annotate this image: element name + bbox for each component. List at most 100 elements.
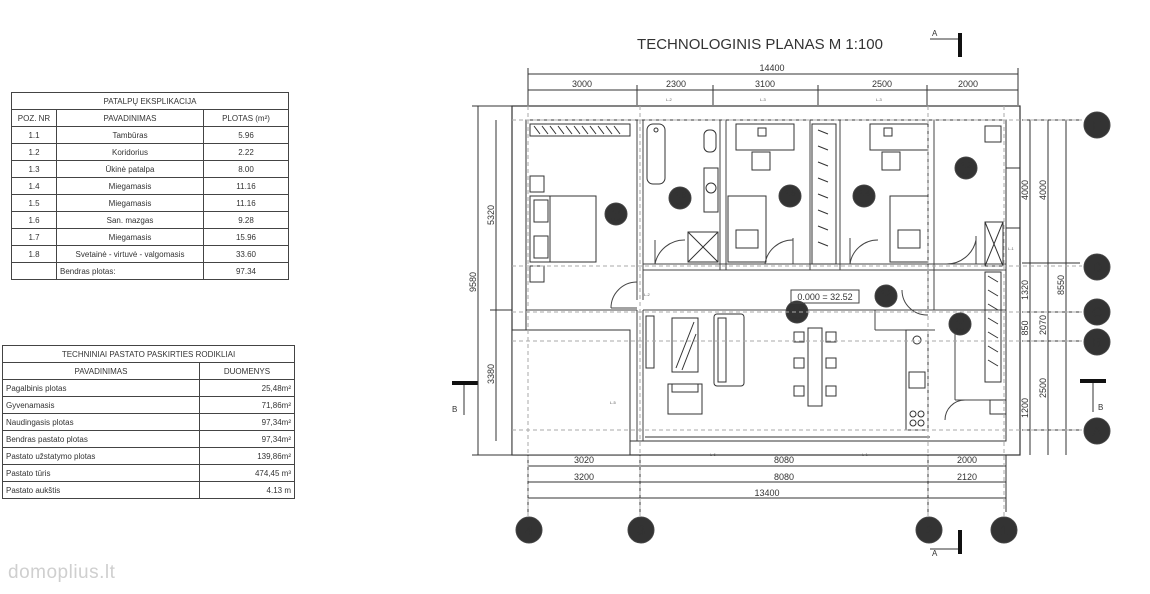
dim-label: 2500 — [872, 79, 892, 89]
kitchen-counter — [905, 329, 929, 431]
svg-text:A: A — [932, 549, 938, 558]
dim-label: 2300 — [666, 79, 686, 89]
room-area: 11.16 — [859, 199, 869, 204]
svg-text:B: B — [1098, 403, 1103, 412]
svg-text:L-2: L-2 — [644, 292, 651, 297]
dim-label: 2000 — [957, 455, 977, 465]
axis-label: 3 — [637, 522, 645, 538]
dim-label: 5320 — [486, 205, 496, 225]
total-label: Bendras plotas: — [56, 262, 204, 280]
dim-label: 850 — [1020, 320, 1030, 335]
svg-text:A: A — [932, 29, 938, 38]
dim-label: 2500 — [1038, 378, 1048, 398]
dim-label: 8080 — [774, 455, 794, 465]
dim-label: 1320 — [1020, 280, 1030, 300]
bedroom-1-5-furniture — [727, 123, 837, 265]
dim-label: 1200 — [1020, 398, 1030, 418]
utility-room-fixtures — [984, 125, 1021, 267]
left-dimensions: 5320 9580 3380 — [468, 105, 512, 456]
bathroom-fixtures — [646, 123, 719, 263]
room-area: 2.22 — [882, 299, 891, 304]
section-mark-a-top: A — [930, 29, 962, 57]
cell-value: 4.13 m — [199, 481, 295, 499]
doors — [610, 236, 977, 421]
axis-label: C — [1092, 304, 1102, 320]
dim-label: 8080 — [774, 472, 794, 482]
svg-text:0.000 = 32.52: 0.000 = 32.52 — [797, 292, 852, 302]
svg-text:L-3: L-3 — [876, 97, 883, 102]
table-total-row: Bendras plotas:97.34 — [11, 262, 289, 280]
dim-label: 2120 — [957, 472, 977, 482]
svg-text:L-6: L-6 — [710, 452, 717, 457]
entry-wardrobe — [984, 271, 1007, 415]
svg-text:L-1: L-1 — [862, 452, 869, 457]
dim-label: 3380 — [486, 364, 496, 384]
room-number: 1.8 — [791, 305, 803, 314]
room-number: 1.1 — [954, 317, 965, 326]
cell-area: 11.16 — [203, 194, 289, 212]
dim-label: 4000 — [1020, 180, 1030, 200]
grid-axes-bottom: 4 3 2 1 — [515, 106, 1018, 544]
bottom-windows — [645, 436, 930, 442]
dim-label: 2000 — [958, 79, 978, 89]
room-area: 9.28 — [676, 201, 685, 206]
room-area: 5.96 — [956, 327, 965, 332]
room-number: 1.7 — [610, 207, 622, 216]
right-dimensions: 4000 1320 850 1200 4000 2070 2500 8550 — [1020, 119, 1080, 455]
bottom-dimensions: 3020 8080 2000 3200 8080 2120 13400 — [527, 455, 1007, 512]
section-mark-b-left: B — [452, 381, 478, 415]
room-number: 1.3 — [960, 161, 972, 170]
dim-label: 3100 — [755, 79, 775, 89]
axis-label: 4 — [525, 522, 533, 538]
dim-label: 9580 — [468, 272, 478, 292]
top-dimensions: 14400 3000 2300 3100 2500 2000 — [527, 63, 1019, 105]
level-mark: 0.000 = 32.52 — [790, 289, 860, 304]
room-number: 1.2 — [880, 289, 892, 298]
bedroom-1-7-furniture — [529, 123, 631, 283]
svg-text:L-3: L-3 — [760, 97, 767, 102]
svg-text:L-1: L-1 — [1008, 246, 1015, 251]
plan-title: TECHNOLOGINIS PLANAS M 1:100 — [637, 36, 883, 53]
room-number: 1.6 — [674, 191, 686, 200]
cell-name: Pastato aukštis — [2, 481, 200, 499]
svg-text:L-5: L-5 — [610, 400, 617, 405]
dim-label: 3020 — [574, 455, 594, 465]
dim-label: 3200 — [574, 472, 594, 482]
axis-label: D — [1092, 259, 1102, 275]
grid-axes-right: E D C B A — [512, 111, 1111, 445]
dim-label: 2070 — [1038, 315, 1048, 335]
room-explication-table: PATALPŲ EKSPLIKACIJA POZ. NR PAVADINIMAS… — [11, 92, 289, 280]
technical-indicators-table: TECHNINIAI PASTATO PASKIRTIES RODIKLIAI … — [2, 345, 295, 499]
exterior-walls — [511, 105, 1021, 456]
dim-label: 8550 — [1056, 275, 1066, 295]
room-labels: 1.7 15.96 1.6 9.28 1.5 11.16 1.4 11.16 1… — [604, 156, 978, 336]
axis-label: B — [1092, 334, 1101, 350]
dim-label: 3000 — [572, 79, 592, 89]
dim-total-length: 13400 — [754, 488, 779, 498]
axis-label: 1 — [1000, 522, 1008, 538]
svg-text:B: B — [452, 405, 457, 414]
room-area: 15.96 — [611, 217, 622, 222]
room-area: 33.60 — [792, 315, 803, 320]
total-value: 97.34 — [203, 262, 289, 280]
dim-label: 4000 — [1038, 180, 1048, 200]
axis-label: 2 — [925, 522, 933, 538]
watermark-logo: domoplius.lt — [8, 562, 116, 583]
dim-total-width: 14400 — [759, 63, 784, 73]
section-mark-a-bottom: A — [930, 530, 962, 558]
window-tags: L-2 L-3 L-3 L-1 L-6 L-1 L-5 L-2 — [610, 97, 1015, 457]
section-mark-b-right: B — [1080, 379, 1106, 412]
room-number: 1.4 — [858, 189, 870, 198]
room-area: 8.00 — [962, 171, 971, 176]
bedroom-1-4-furniture — [869, 123, 929, 263]
axis-label: A — [1092, 423, 1102, 439]
